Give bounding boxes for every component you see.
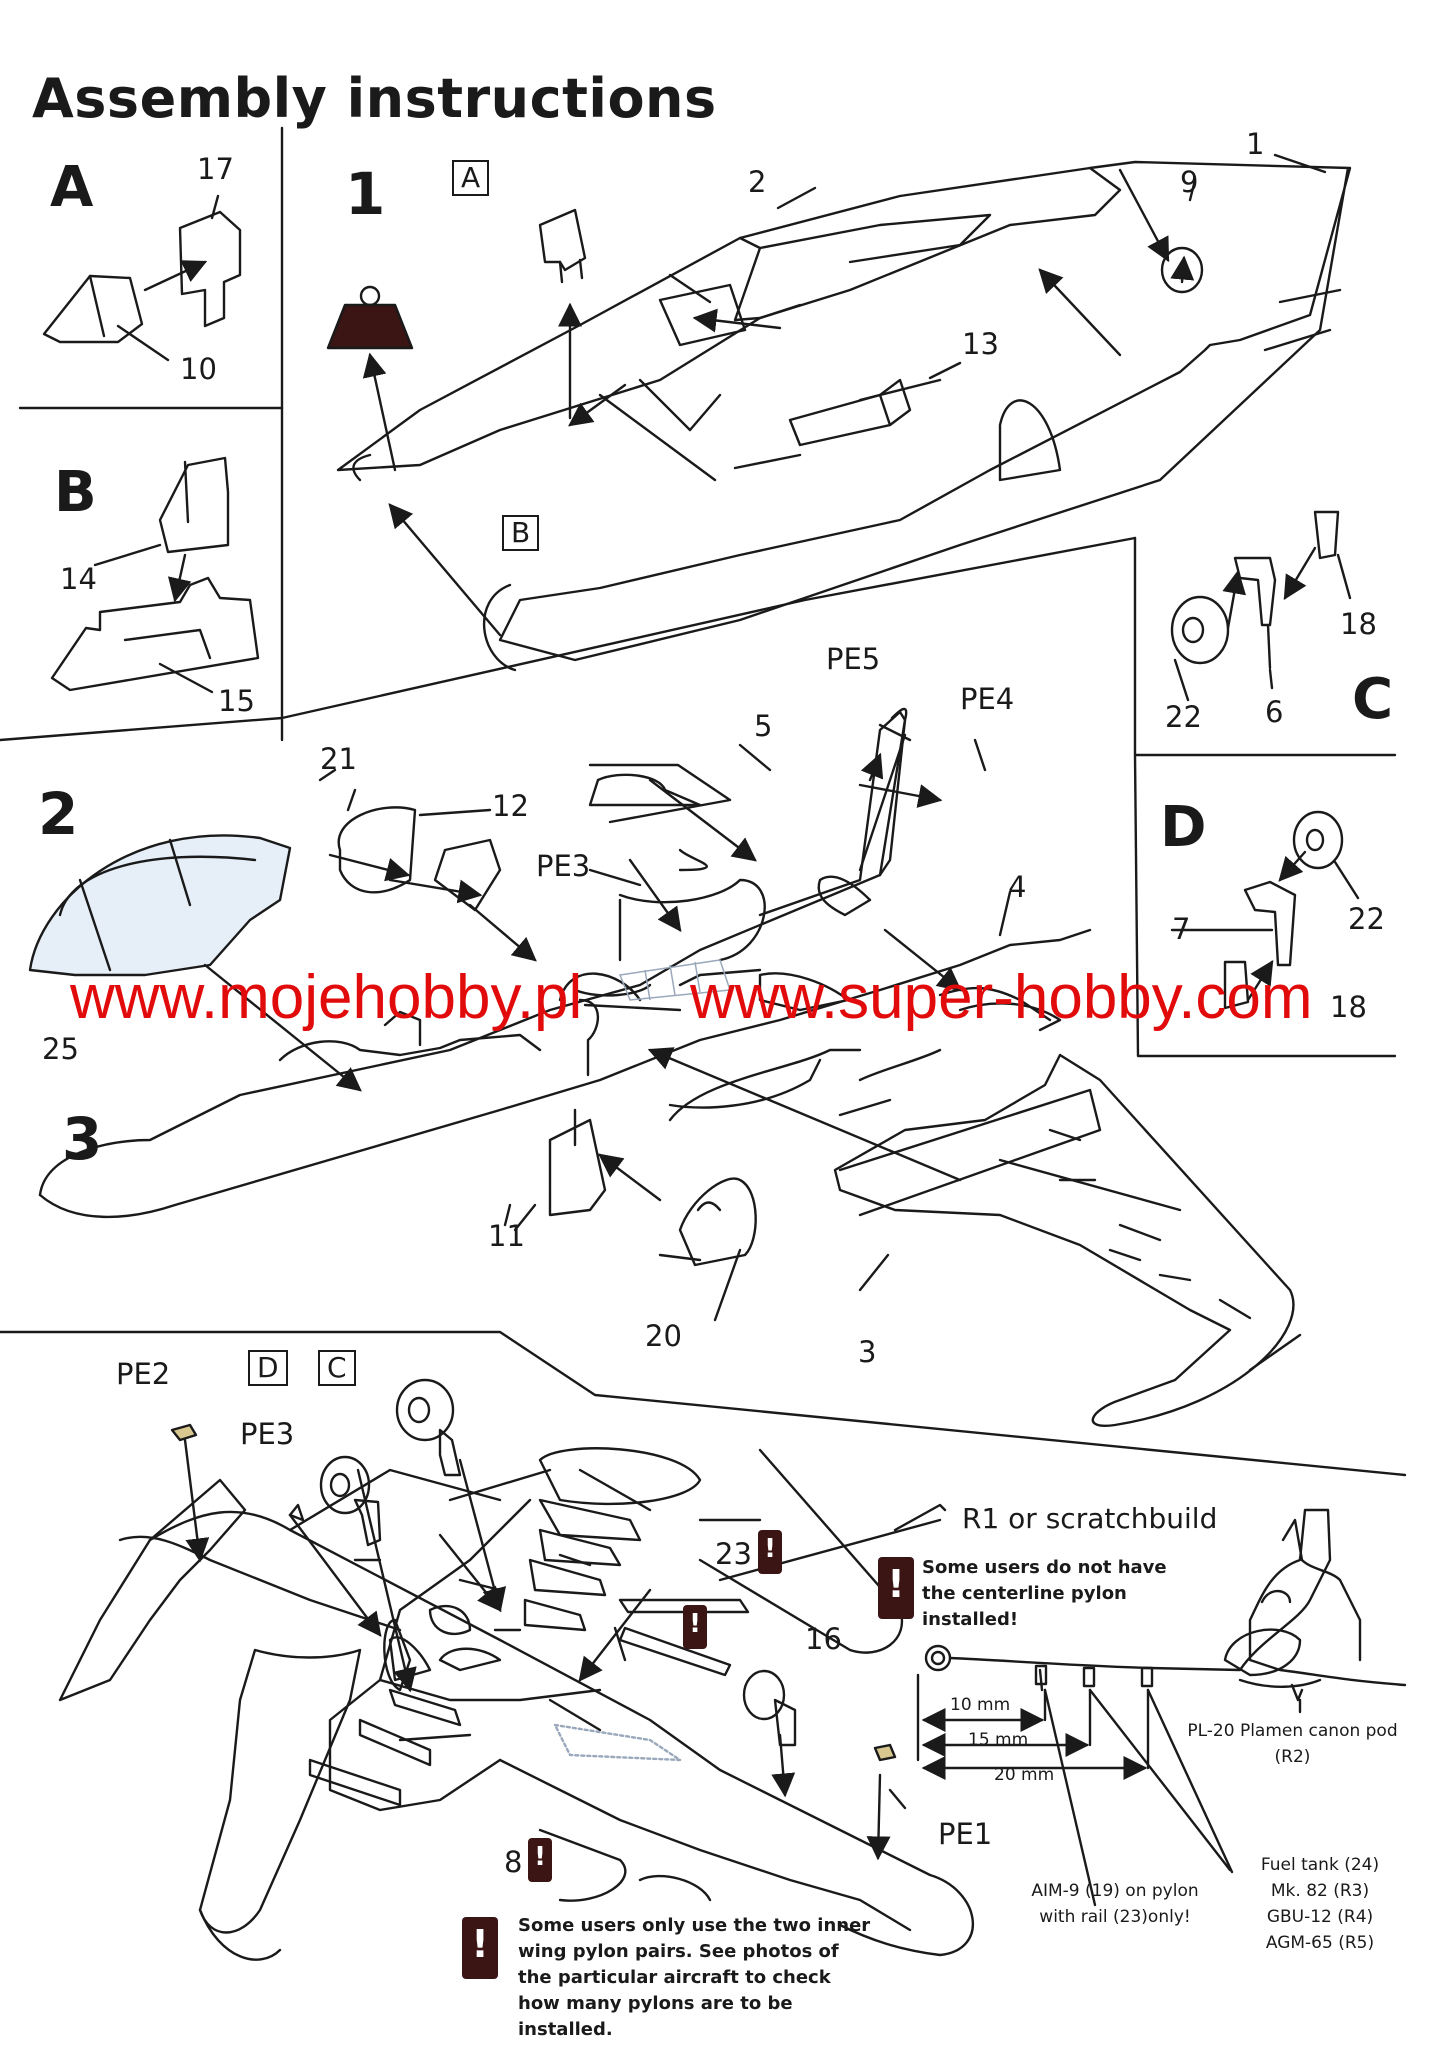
callout-box-d: D [248,1350,288,1386]
part-number-22-c: 22 [1165,700,1202,734]
pe-label-pe4: PE4 [960,682,1015,716]
part-number-11: 11 [488,1219,525,1253]
part-number-2: 2 [748,165,767,199]
part-number-10: 10 [180,352,217,386]
callout-box-a: A [452,160,490,196]
aircraft-bottom-view [58,1447,975,1961]
aircraft-drawing-step2-3 [28,707,1302,1427]
part-number-17: 17 [197,152,234,186]
pe-label-pe3-bottom: PE3 [240,1417,295,1451]
dimension-10mm: 10 mm [950,1695,1011,1715]
part-number-8: 8 [504,1845,523,1879]
dimension-20mm: 20 mm [994,1765,1055,1785]
pe-label-pe3: PE3 [536,849,591,883]
part-drawing-b [50,456,260,694]
step-number-2: 2 [38,780,79,848]
pe-label-pe1: PE1 [938,1817,993,1851]
part-number-23: 23 [715,1537,752,1571]
page-title: Assembly instructions [32,67,717,130]
gear-drawing-c [1170,510,1352,702]
callout-box-b: B [502,515,540,551]
part-number-12: 12 [492,789,529,823]
part-number-18-d: 18 [1330,990,1367,1024]
part-number-21: 21 [320,742,357,776]
panel-dividers [0,126,1407,1477]
part-number-20: 20 [645,1319,682,1353]
store-agm65: AGM-65 (R5) [1265,1933,1375,1953]
part-number-25: 25 [42,1032,79,1066]
aim9-label: AIM-9 (19) on pylon with rail (23)only! [1031,1881,1199,1928]
step-number-3: 3 [62,1105,103,1173]
bottom-parts [170,1378,942,1762]
section-label-b: B [54,460,97,525]
pylon-front-view [893,1503,1407,1907]
part-number-5: 5 [754,709,773,743]
step-number-1: 1 [345,160,386,228]
warning-marker-23 [758,1530,782,1574]
canon-pod-label: PL-20 Plamen canon pod (R2) [1187,1721,1398,1768]
section-label-a: A [50,155,94,220]
part-drawing-a [42,194,242,362]
part-number-4: 4 [1008,870,1027,904]
store-mk82: Mk. 82 (R3) [1270,1881,1370,1901]
part-number-3: 3 [858,1335,877,1369]
pylon-diagram-header: R1 or scratchbuild [962,1502,1218,1535]
fuselage-drawing-step1 [336,153,1352,672]
part-number-13: 13 [962,327,999,361]
warning-marker-centerline [683,1605,707,1649]
warning-icon-centerline [878,1557,914,1619]
intake-detail [618,959,732,1001]
part-number-15: 15 [218,684,255,718]
bottom-view-arrows [183,1438,907,1861]
section-label-d: D [1160,795,1207,860]
part-number-7: 7 [1172,912,1191,946]
weight-icon [326,285,414,350]
part-number-18-c: 18 [1340,607,1377,641]
dimension-15mm: 15 mm [968,1730,1029,1750]
part-number-16: 16 [805,1622,842,1656]
part-number-1: 1 [1246,127,1265,161]
part-number-22-d: 22 [1348,902,1385,936]
centerline-pylon-note: Some users do not have the centerline py… [922,1557,1167,1631]
store-gbu12: GBU-12 (R4) [1266,1907,1374,1927]
part-number-14: 14 [60,562,97,596]
store-fuel-tank: Fuel tank (24) [1260,1855,1380,1875]
gear-drawing-d [1170,810,1360,1010]
warning-marker-8 [528,1838,552,1882]
callout-box-c: C [318,1350,356,1386]
part-number-9: 9 [1180,165,1199,199]
watermark-mojehobby: www.mojehobby.pl [70,963,583,1032]
pe-label-pe5: PE5 [826,642,881,676]
warning-icon-wing-pylons [462,1917,498,1979]
watermark-super-hobby: www.super-hobby.com [690,963,1313,1032]
wing-pylon-note: Some users only use the two inner wing p… [518,1915,871,2041]
section-label-c: C [1352,667,1394,732]
pe-label-pe2: PE2 [116,1357,171,1391]
gauge-part-9 [1160,246,1204,294]
part-number-6: 6 [1265,695,1284,729]
